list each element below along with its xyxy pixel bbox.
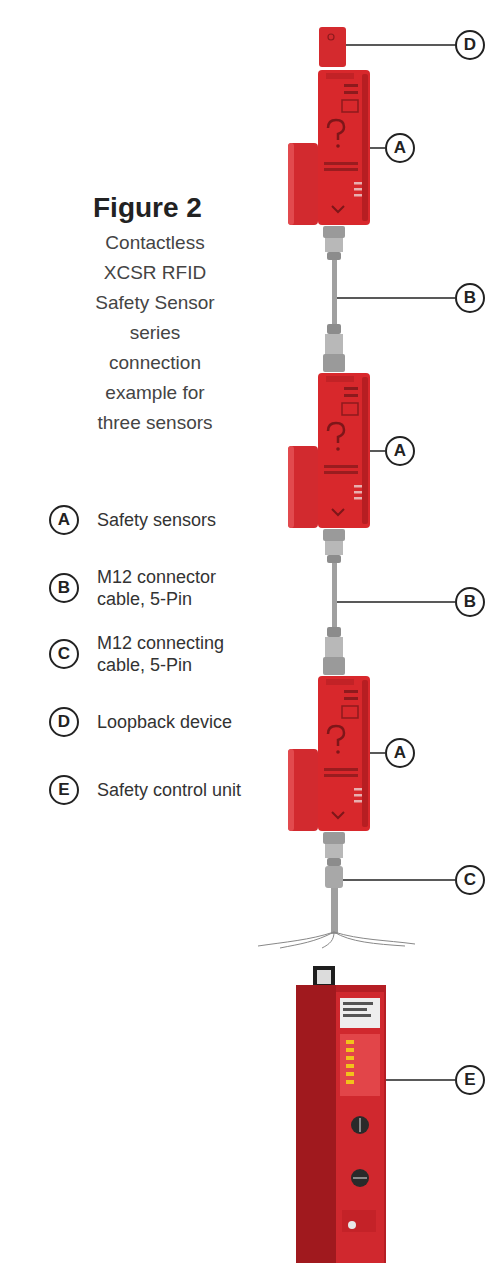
legend-row: B M12 connector cable, 5-Pin bbox=[49, 563, 262, 613]
legend-letter: C bbox=[49, 639, 79, 669]
callout-letter: A bbox=[385, 436, 415, 466]
callout-letter: E bbox=[455, 1065, 485, 1095]
m12-connector bbox=[323, 226, 345, 260]
m12-connector bbox=[323, 529, 345, 563]
callout-letter: D bbox=[455, 30, 485, 60]
cable bbox=[331, 888, 338, 934]
figure-title: Figure 2 bbox=[93, 192, 202, 224]
safety-control-unit bbox=[296, 966, 386, 1263]
m12-connector bbox=[323, 324, 345, 372]
legend-row: D Loopback device bbox=[49, 697, 262, 747]
wire-ends bbox=[258, 932, 415, 948]
legend-row: A Safety sensors bbox=[49, 495, 262, 545]
loopback-device bbox=[319, 27, 346, 67]
legend-letter: A bbox=[49, 505, 79, 535]
safety-sensor bbox=[288, 373, 370, 528]
legend-letter: B bbox=[49, 573, 79, 603]
callout-letter: A bbox=[385, 133, 415, 163]
legend-row: C M12 connecting cable, 5-Pin bbox=[49, 629, 262, 679]
safety-sensor bbox=[288, 70, 370, 225]
callout-letter: B bbox=[455, 283, 485, 313]
figure-caption: Contactless XCSR RFID Safety Sensor seri… bbox=[85, 228, 225, 438]
callout-letter: A bbox=[385, 738, 415, 768]
cable bbox=[332, 563, 337, 627]
legend-letter: E bbox=[49, 775, 79, 805]
legend-text: Safety sensors bbox=[97, 509, 262, 531]
safety-sensor bbox=[288, 676, 370, 831]
legend-text: Safety control unit bbox=[97, 779, 262, 801]
legend-text: Loopback device bbox=[97, 711, 262, 733]
legend-letter: D bbox=[49, 707, 79, 737]
cable bbox=[332, 260, 337, 324]
m12-connector bbox=[323, 832, 345, 866]
callout-letter: B bbox=[455, 587, 485, 617]
m12-connector bbox=[323, 627, 345, 675]
cable-collar bbox=[325, 866, 343, 888]
legend-row: E Safety control unit bbox=[49, 765, 262, 815]
callout-letter: C bbox=[455, 865, 485, 895]
legend-text: M12 connecting cable, 5-Pin bbox=[97, 632, 262, 676]
legend-text: M12 connector cable, 5-Pin bbox=[97, 566, 262, 610]
leader-line bbox=[346, 44, 456, 46]
